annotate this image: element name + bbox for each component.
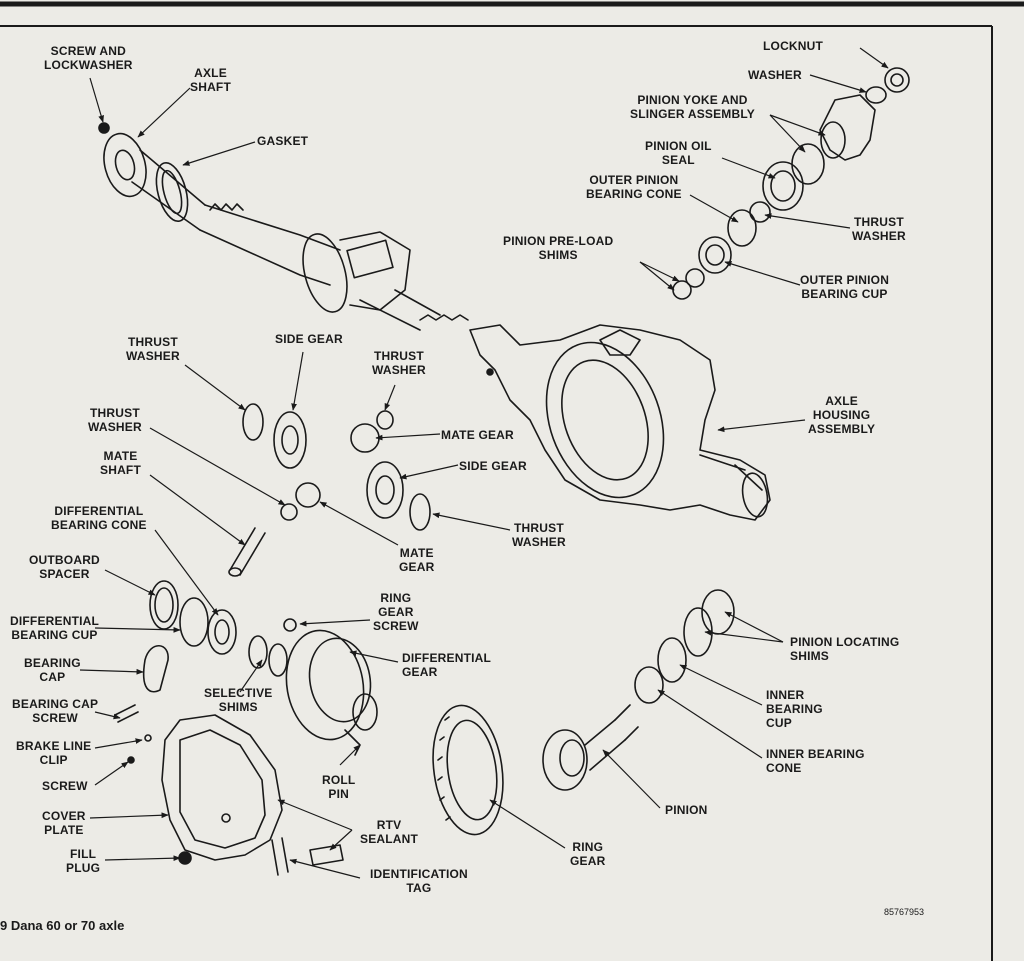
axle-shaft-part xyxy=(98,122,341,286)
label-pinion-oil-seal: PINION OIL SEAL xyxy=(645,139,712,167)
label-locknut: LOCKNUT xyxy=(763,39,824,53)
label-fill-plug: FILL PLUG xyxy=(66,847,101,875)
label-ring-gear: RING GEAR xyxy=(570,840,606,868)
label-axle-shaft: AXLE SHAFT xyxy=(190,66,231,94)
label-outer-pinion-bearing-cone: OUTER PINION BEARING CONE xyxy=(586,173,682,201)
label-differential-gear: DIFFERENTIAL GEAR xyxy=(402,651,492,679)
label-pinion-locating-shims: PINION LOCATING SHIMS xyxy=(790,635,900,663)
label-differential-bearing-cone: DIFFERENTIAL BEARING CONE xyxy=(51,504,147,532)
label-inner-bearing-cone: INNER BEARING CONE xyxy=(766,747,865,775)
label-thrust-washer-left2: THRUST WASHER xyxy=(88,406,142,434)
label-selective-shims: SELECTIVE SHIMS xyxy=(204,686,273,714)
label-mate-shaft: MATE SHAFT xyxy=(100,449,141,477)
figure-caption: 9 Dana 60 or 70 axle xyxy=(0,918,125,933)
pinion-part xyxy=(542,589,735,791)
gasket-part xyxy=(155,161,189,223)
label-rtv-sealant: RTV SEALANT xyxy=(360,818,419,846)
label-bearing-cap: BEARING CAP xyxy=(24,656,81,684)
label-roll-pin: ROLL PIN xyxy=(322,773,356,801)
label-pinion: PINION xyxy=(665,803,708,817)
label-thrust-washer-top: THRUST WASHER xyxy=(852,215,906,243)
axle-housing-part xyxy=(469,324,771,521)
label-screw: SCREW xyxy=(42,779,88,793)
label-outer-pinion-bearing-cup: OUTER PINION BEARING CUP xyxy=(800,273,890,301)
differential-bearings-part xyxy=(114,580,288,723)
leader-lines xyxy=(79,47,889,879)
label-inner-bearing-cup: INNER BEARING CUP xyxy=(766,688,823,730)
label-mate-gear-top: MATE GEAR xyxy=(441,428,514,442)
axle-tube-part xyxy=(302,231,469,331)
label-gasket: GASKET xyxy=(257,134,309,148)
ring-gear-part xyxy=(432,704,504,836)
label-cover-plate: COVER PLATE xyxy=(42,809,86,837)
label-thrust-washer-left1: THRUST WASHER xyxy=(126,335,180,363)
label-bearing-cap-screw: BEARING CAP SCREW xyxy=(12,697,99,725)
label-pinion-preload-shims: PINION PRE-LOAD SHIMS xyxy=(503,234,614,262)
label-ring-gear-screw: RING GEAR SCREW xyxy=(373,591,419,633)
label-identification-tag: IDENTIFICATION TAG xyxy=(370,867,468,895)
label-thrust-washer-mid: THRUST WASHER xyxy=(372,349,426,377)
label-screw-and-lockwasher: SCREW AND LOCKWASHER xyxy=(44,44,133,72)
label-differential-bearing-cup: DIFFERENTIAL BEARING CUP xyxy=(10,614,100,642)
figure-number: 85767953 xyxy=(884,907,925,917)
label-pinion-yoke-and-slinger: PINION YOKE AND SLINGER ASSEMBLY xyxy=(630,93,755,121)
differential-gears-part xyxy=(228,403,431,577)
label-side-gear-top: SIDE GEAR xyxy=(275,332,343,346)
label-brake-line-clip: BRAKE LINE CLIP xyxy=(16,739,92,767)
pinion-yoke-part xyxy=(672,67,910,300)
label-side-gear-mid: SIDE GEAR xyxy=(459,459,527,473)
label-axle-housing-assembly: AXLE HOUSING ASSEMBLY xyxy=(808,394,876,436)
label-washer: WASHER xyxy=(748,68,802,82)
label-mate-gear-lower: MATE GEAR xyxy=(399,546,435,574)
label-thrust-washer-right: THRUST WASHER xyxy=(512,521,566,549)
differential-case-part xyxy=(283,618,378,756)
label-outboard-spacer: OUTBOARD SPACER xyxy=(29,553,100,581)
cover-plate-part xyxy=(127,714,344,876)
